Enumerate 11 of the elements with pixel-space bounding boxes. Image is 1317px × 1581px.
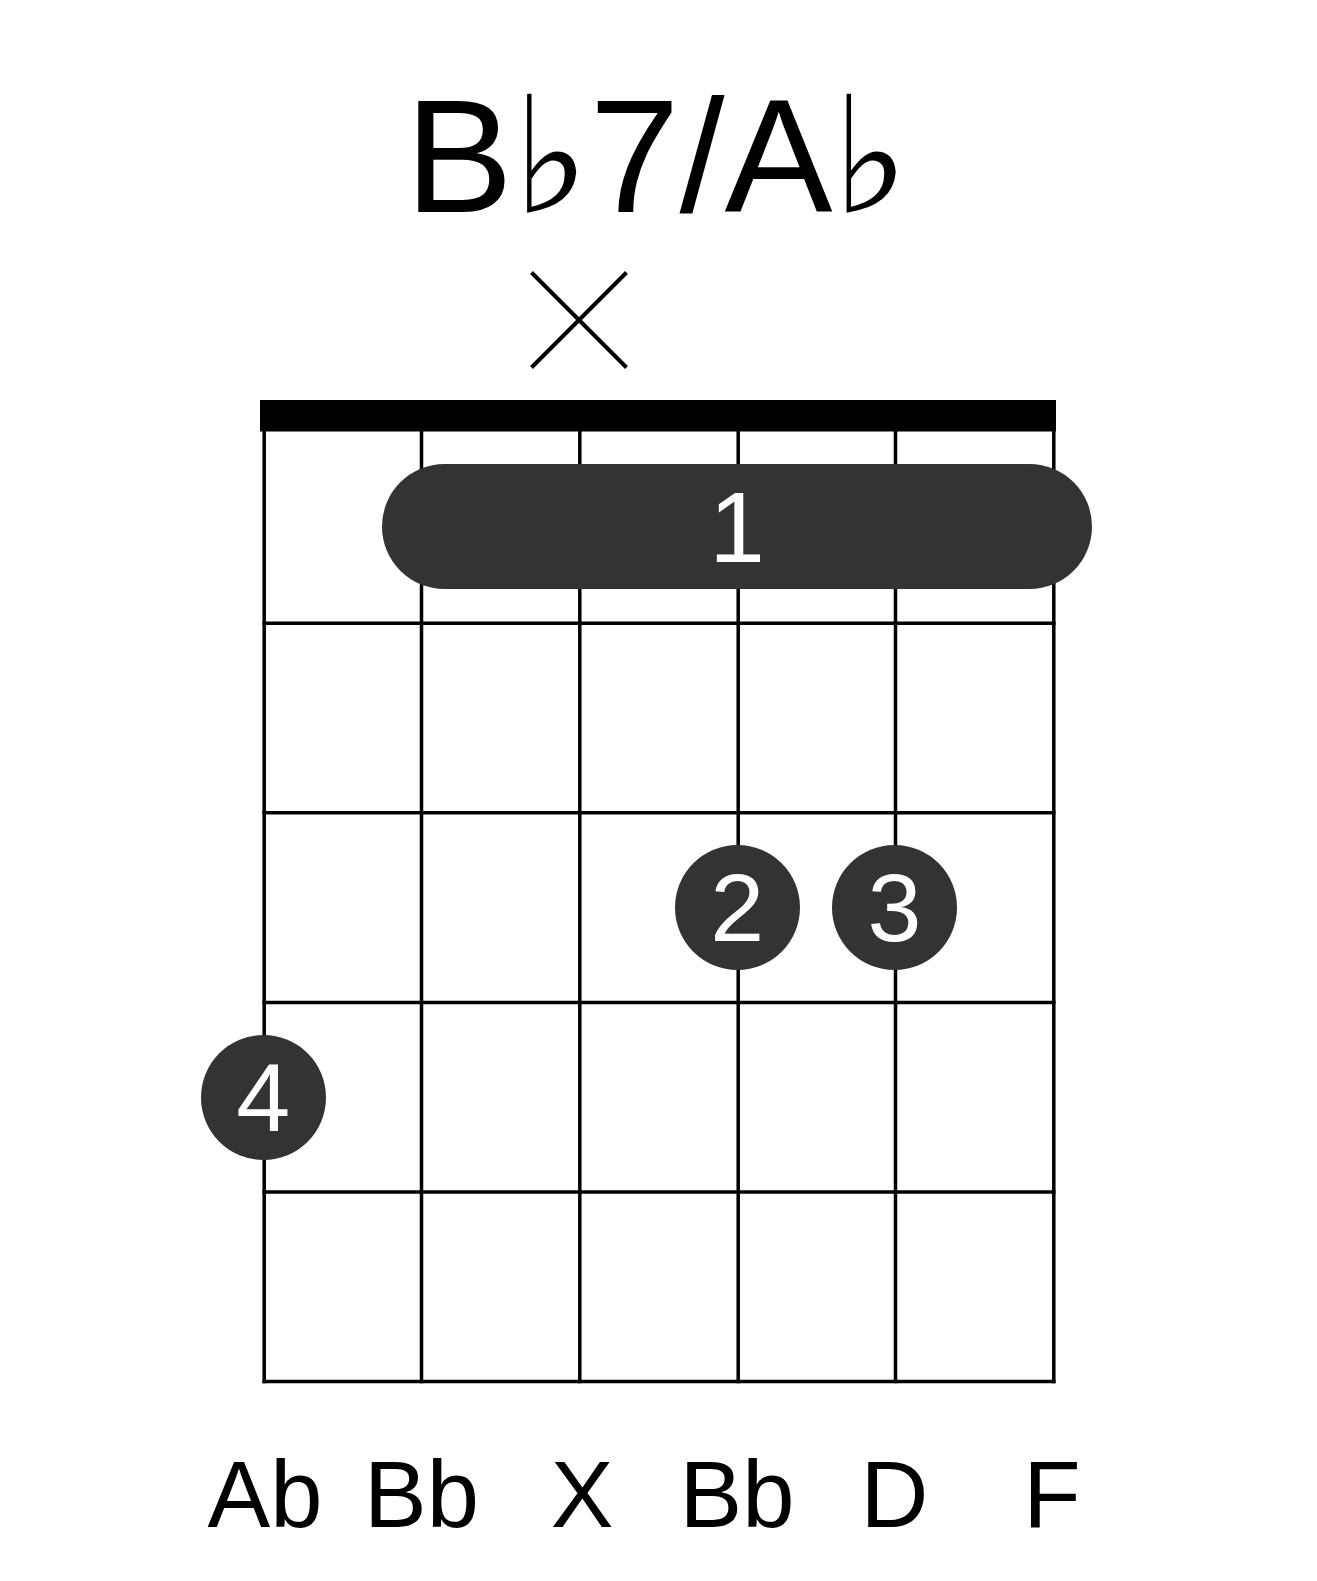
string-note-label: Bb [679,1448,795,1542]
string-note-label: Ab [207,1448,323,1542]
finger-dot: 2 [674,845,800,971]
string-note-label: F [1023,1448,1081,1542]
chord-title: B♭7/A♭ [405,75,909,237]
finger-dot: 3 [832,845,957,971]
string-note-label: X [550,1448,614,1542]
finger-barre: 1 [382,464,1092,589]
string-note-label: D [860,1448,929,1542]
string-note-label: Bb [364,1448,479,1542]
finger-dot: 4 [200,1034,326,1160]
